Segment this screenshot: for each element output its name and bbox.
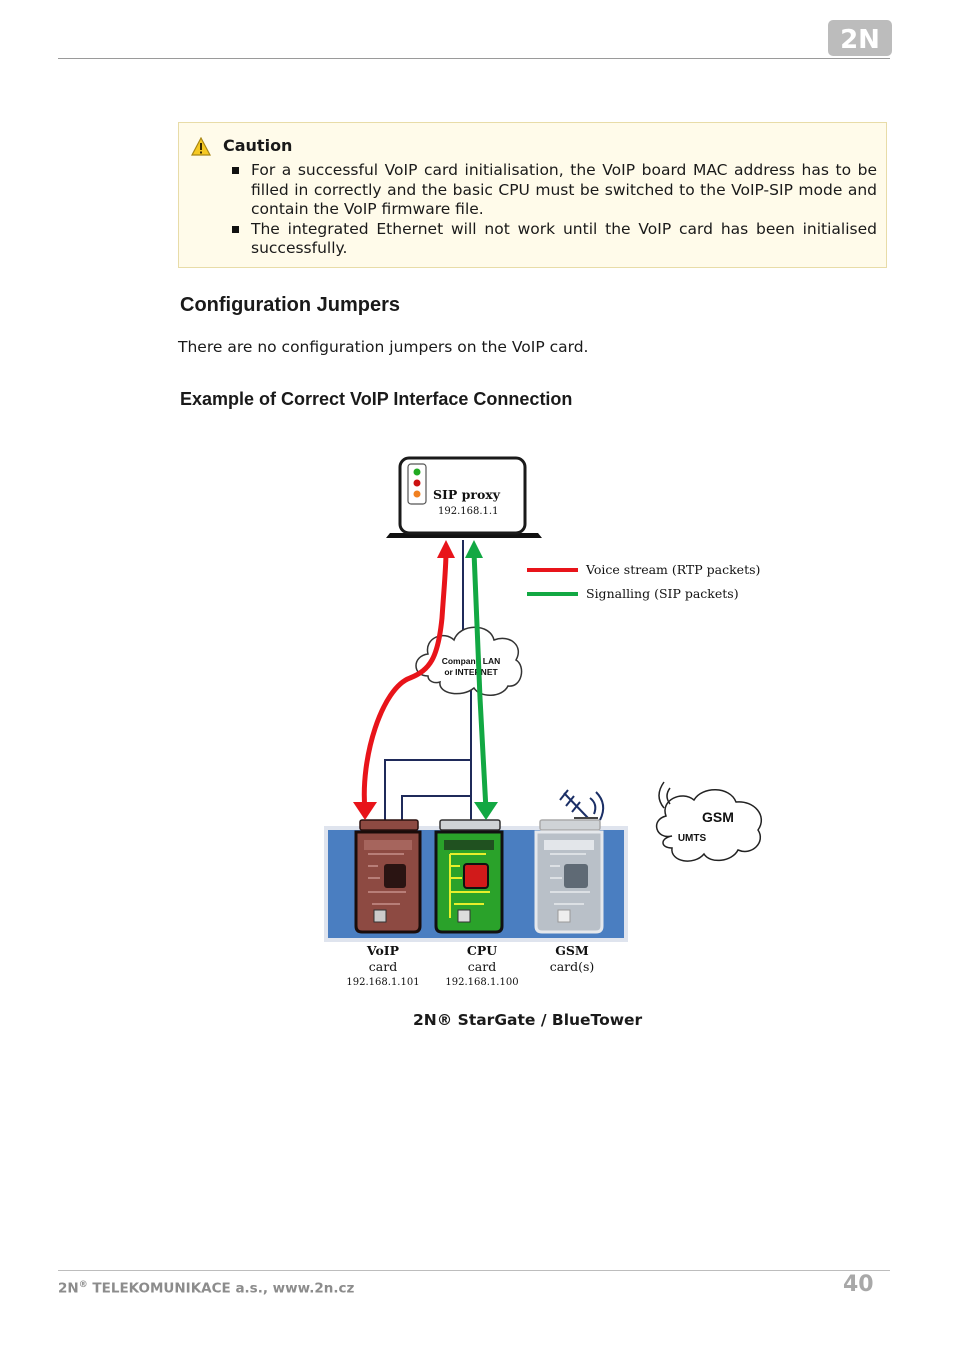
caution-item: For a successful VoIP card initialisatio… — [232, 161, 877, 218]
sip-proxy-device: SIP proxy 192.168.1.1 — [386, 456, 542, 538]
2n-logo: 2N — [828, 20, 892, 56]
page-number: 40 — [843, 1272, 874, 1297]
diagram-caption: 2N® StarGate / BlueTower — [413, 1011, 643, 1029]
caution-title: Caution — [223, 136, 293, 155]
cpu-card — [434, 819, 504, 934]
antenna-icon — [559, 789, 605, 821]
voip-card-ip: 192.168.1.101 — [346, 977, 419, 988]
lan-cloud-line1: Company LAN — [442, 656, 501, 666]
caution-box: Caution For a successful VoIP card initi… — [178, 122, 887, 268]
svg-text:2N: 2N — [840, 25, 880, 55]
gsm-card-label: GSM — [555, 943, 589, 958]
voip-card — [354, 819, 422, 934]
legend: Voice stream (RTP packets) Signalling (S… — [527, 562, 760, 601]
signal-arrow-up — [465, 540, 483, 558]
gsm-umts-cloud: GSM UMTS — [655, 781, 763, 862]
cpu-card-label: CPU — [467, 943, 497, 958]
voice-arrow-down — [353, 802, 377, 820]
proxy-ip: 192.168.1.1 — [438, 506, 498, 517]
lan-cloud: Company LAN or INTERNET — [415, 626, 523, 696]
voip-card-label: VoIP — [366, 943, 400, 958]
section-body: There are no configuration jumpers on th… — [178, 338, 589, 356]
cpu-card-ip: 192.168.1.100 — [445, 977, 518, 988]
voice-stream-path — [361, 551, 449, 811]
cpu-card-label2: card — [468, 959, 496, 974]
sub-heading: Example of Correct VoIP Interface Connec… — [180, 389, 573, 409]
voip-connection-diagram: SIP proxy 192.168.1.1 Company LAN or INT… — [324, 456, 763, 988]
proxy-label: SIP proxy — [433, 487, 501, 502]
legend-signal-label: Signalling (SIP packets) — [586, 586, 739, 601]
signal-path — [471, 551, 489, 811]
gsm-card — [534, 819, 604, 934]
warning-icon — [191, 137, 211, 156]
footer-company: 2N® TELEKOMUNIKACE a.s., www.2n.cz — [58, 1280, 355, 1297]
lan-cloud-line2: or INTERNET — [444, 667, 498, 677]
section-heading: Configuration Jumpers — [180, 294, 401, 316]
caution-item: The integrated Ethernet will not work un… — [232, 219, 877, 257]
voip-card-label2: card — [369, 959, 397, 974]
footer-rule — [58, 1270, 890, 1271]
gsm-card-label2: card(s) — [550, 959, 595, 974]
legend-voice-label: Voice stream (RTP packets) — [585, 562, 760, 577]
gsm-cloud-label: GSM — [702, 809, 734, 825]
umts-cloud-label: UMTS — [678, 833, 707, 844]
caution-list: For a successful VoIP card initialisatio… — [232, 161, 877, 259]
voice-arrow-up — [437, 540, 455, 558]
lan-wires — [384, 540, 472, 823]
header-rule — [58, 58, 890, 59]
signal-arrow-down — [474, 802, 498, 820]
